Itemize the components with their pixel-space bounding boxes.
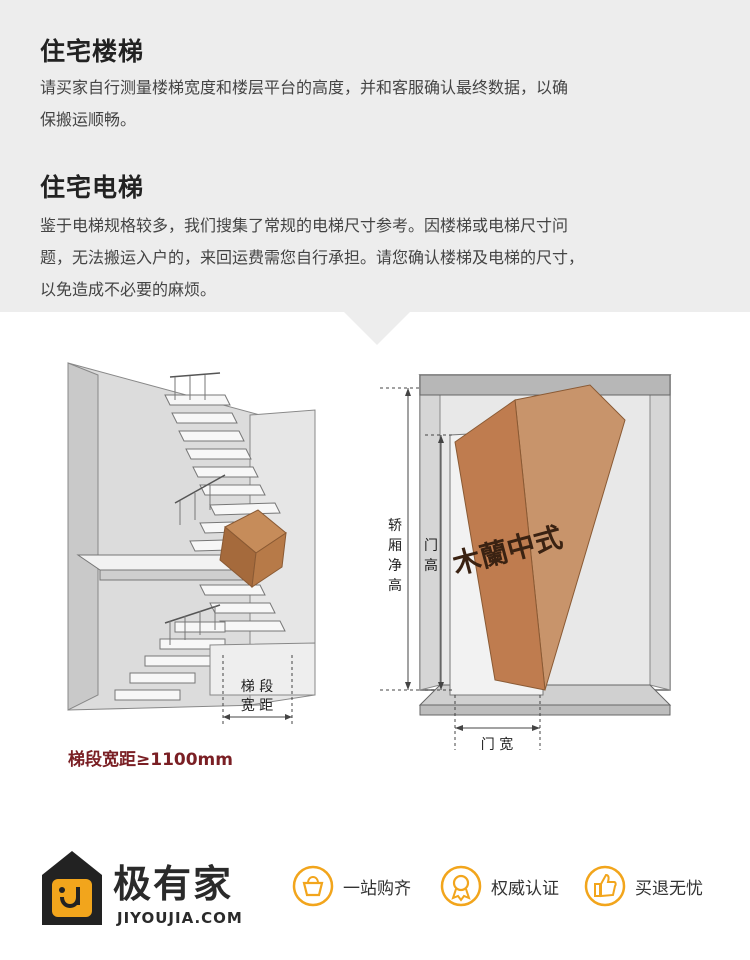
car-height-label-4: 高 xyxy=(388,577,402,594)
furniture-box xyxy=(454,384,626,691)
medal-icon xyxy=(440,865,482,907)
info-panel xyxy=(0,0,750,312)
car-height-label-1: 轿 xyxy=(388,518,402,534)
stair-width-label-2: 宽 距 xyxy=(241,697,273,714)
elevator-heading: 住宅电梯 xyxy=(40,173,145,202)
furniture-box xyxy=(219,509,287,589)
house-logo-icon xyxy=(42,851,102,925)
stairs-text: 请买家自行测量楼梯宽度和楼层平台的高度，并和客服确认最终数据，以确保搬运顺畅。 xyxy=(40,78,569,129)
elevator-text: 鉴于电梯规格较多，我们搜集了常规的电梯尺寸参考。因楼梯或电梯尺寸问题，无法搬运入… xyxy=(40,216,585,299)
brand-domain: JIYOUJIA.COM xyxy=(117,909,243,927)
door-height-label-1: 门 xyxy=(424,538,438,554)
feature-label: 一站购齐 xyxy=(343,878,411,899)
door-width-label: 门 宽 xyxy=(481,736,513,753)
stair-requirement: 梯段宽距≥1100mm xyxy=(68,750,233,770)
footer: 极有家 JIYOUJIA.COM 一站购齐 权威认证 买退无忧 xyxy=(0,835,750,960)
feature-label: 买退无忧 xyxy=(635,878,703,899)
stairs-heading: 住宅楼梯 xyxy=(40,37,145,66)
feature-one-stop: 一站购齐 xyxy=(292,865,411,907)
car-height-label-3: 净 xyxy=(388,558,402,574)
door-height-label-2: 高 xyxy=(424,557,438,574)
feature-certified: 权威认证 xyxy=(440,865,559,907)
car-height-label-2: 厢 xyxy=(388,538,402,554)
feature-worry-free: 买退无忧 xyxy=(584,865,703,907)
feature-label: 权威认证 xyxy=(491,878,559,899)
stairs-illustration: 梯 段 宽 距 xyxy=(67,362,316,725)
basket-icon xyxy=(292,865,334,907)
thumbs-up-icon xyxy=(584,865,626,907)
brand-name: 极有家 xyxy=(113,862,234,906)
jiyoujia-logo xyxy=(40,849,104,931)
panel-pointer xyxy=(343,311,411,345)
elevator-illustration: 木蘭中式 轿 厢 净 高 门 高 门 宽 xyxy=(380,374,672,753)
stair-width-label-1: 梯 段 xyxy=(241,679,273,695)
